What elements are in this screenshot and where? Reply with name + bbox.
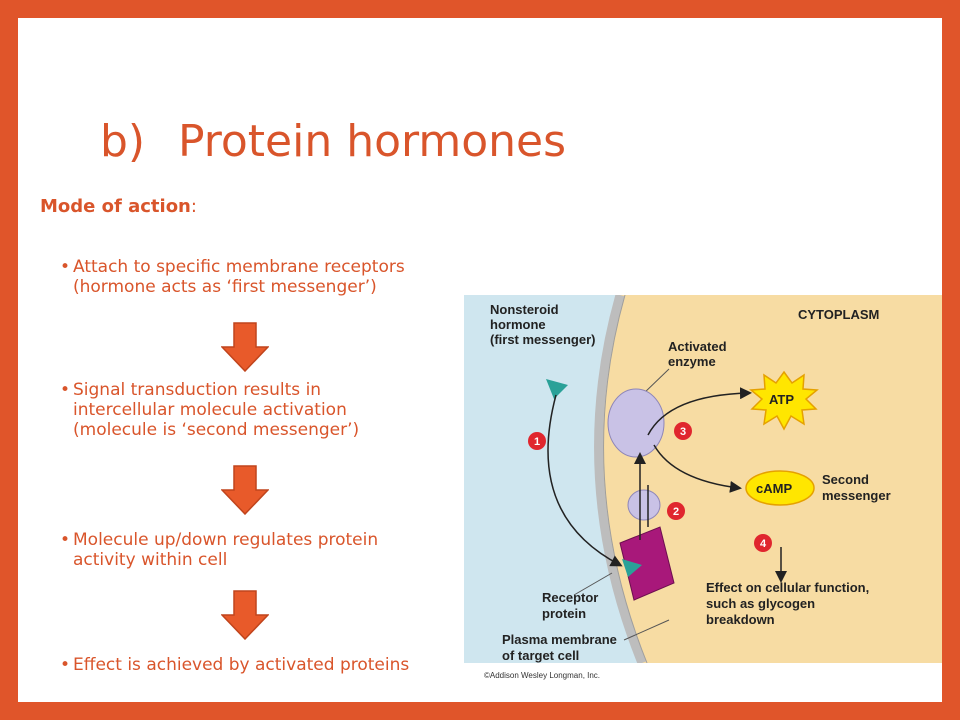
second-messenger-label: messenger — [822, 488, 891, 503]
g-protein — [627, 489, 661, 521]
step-number: 4 — [760, 538, 767, 550]
copyright-notice: ©Addison Wesley Longman, Inc. — [484, 671, 600, 680]
hormone-molecule — [546, 379, 568, 399]
bullet-text: Signal transduction results in intercell… — [73, 380, 360, 440]
bullet-item: • Molecule up/down regulates protein act… — [60, 530, 378, 570]
atp-label: ATP — [769, 392, 794, 407]
effect-label: Effect on cellular function, — [706, 580, 869, 595]
step-badge-2: 2 — [667, 502, 685, 520]
cytoplasm-label: CYTOPLASM — [798, 307, 879, 322]
down-arrow-icon — [221, 322, 269, 372]
subheading-text: Mode of action — [40, 196, 191, 217]
membrane-label: of target cell — [502, 648, 579, 663]
effect-label: such as glycogen — [706, 596, 815, 611]
bullet-item: • Attach to specific membrane receptors … — [60, 257, 405, 297]
camp-molecule — [745, 470, 815, 506]
bullet-text: Attach to specific membrane receptors (h… — [73, 257, 405, 297]
title-number: b) — [100, 116, 146, 167]
down-arrow-icon — [221, 590, 269, 640]
title-text: Protein hormones — [178, 116, 567, 167]
second-messenger-label: Second — [822, 472, 869, 487]
bullet-dot: • — [60, 530, 71, 550]
membrane-label: Plasma membrane — [502, 632, 617, 647]
hormone-label: hormone — [490, 317, 546, 332]
hormone-bound — [622, 559, 642, 577]
bullet-text: Molecule up/down regulates protein activ… — [73, 530, 379, 570]
step-badge-1: 1 — [528, 432, 546, 450]
bullet-dot: • — [60, 380, 71, 400]
camp-label: cAMP — [756, 481, 792, 496]
plasma-membrane — [594, 295, 647, 665]
step-number: 2 — [673, 506, 679, 518]
slide: b) Protein hormones Mode of action: • Att… — [18, 18, 942, 702]
second-messenger-diagram: CYTOPLASM Nonsteroid hormone (first mess… — [464, 295, 942, 685]
bullet-dot: • — [60, 257, 71, 277]
step-badge-4: 4 — [754, 534, 772, 552]
mode-of-action-heading: Mode of action: — [40, 196, 197, 217]
effect-label: breakdown — [706, 612, 775, 627]
hormone-label: Nonsteroid — [490, 302, 559, 317]
step-number: 3 — [680, 426, 686, 438]
receptor-protein — [619, 526, 675, 601]
step-badge-3: 3 — [674, 422, 692, 440]
bullet-dot: • — [60, 655, 71, 675]
bullet-item: • Signal transduction results in interce… — [60, 380, 359, 440]
hormone-label: (first messenger) — [490, 332, 595, 347]
slide-title: b) Protein hormones — [100, 116, 566, 167]
enzyme-label: enzyme — [668, 354, 716, 369]
receptor-label: Receptor — [542, 590, 598, 605]
bullet-text: Effect is achieved by activated proteins — [73, 655, 410, 675]
step-number: 1 — [534, 436, 540, 448]
bullet-item: • Effect is achieved by activated protei… — [60, 655, 409, 675]
enzyme-label: Activated — [668, 339, 727, 354]
subheading-colon: : — [190, 196, 197, 217]
receptor-label: protein — [542, 606, 586, 621]
atp-burst — [749, 370, 819, 431]
down-arrow-icon — [221, 465, 269, 515]
